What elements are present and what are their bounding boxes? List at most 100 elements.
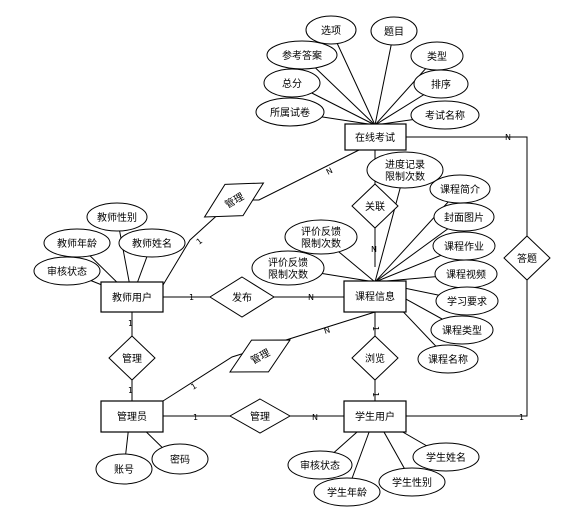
attribute-ellipse: 排序 bbox=[413, 69, 469, 99]
attribute-label: 账号 bbox=[114, 464, 134, 476]
cardinality-one: 1 bbox=[371, 392, 380, 397]
attribute-ellipse: 密码 bbox=[151, 443, 209, 475]
attribute-label: 总分 bbox=[282, 77, 302, 90]
attribute-label: 课程视频 bbox=[446, 268, 486, 281]
attribute-label: 评价反馈限制次数 bbox=[268, 256, 308, 281]
attributes-student: 审核状态 学生姓名 学生年龄 学生性别 bbox=[287, 442, 480, 507]
relationship-answer: 答题 bbox=[503, 235, 551, 281]
cardinality-one: 1 bbox=[128, 386, 133, 395]
cardinality-many: N bbox=[308, 293, 314, 302]
entity-label: 在线考试 bbox=[355, 131, 395, 144]
attribute-ellipse: 总分 bbox=[263, 68, 321, 98]
attribute-label: 封面图片 bbox=[444, 211, 484, 224]
relationship-label: 答题 bbox=[517, 252, 537, 265]
relationship-label: 浏览 bbox=[365, 352, 385, 365]
attribute-ellipse: 评价反馈限制次数 bbox=[251, 250, 325, 286]
relationship-publish: 发布 bbox=[209, 276, 275, 318]
relationship-label: 管理 bbox=[250, 410, 270, 423]
attribute-ellipse: 选项 bbox=[305, 15, 357, 45]
attributes-exam: 选项 题目 参考答案 类型 总分 排序 所属试卷 考试名称 bbox=[255, 15, 480, 130]
attribute-label: 课程名称 bbox=[428, 353, 468, 366]
attribute-ellipse: 课程名称 bbox=[417, 344, 479, 374]
attribute-label: 教师年龄 bbox=[57, 237, 97, 250]
relationship-label: 关联 bbox=[365, 200, 385, 213]
attribute-ellipse: 教师性别 bbox=[86, 202, 148, 232]
entity-label: 课程信息 bbox=[355, 290, 395, 303]
cardinality-many: N bbox=[323, 325, 331, 335]
attribute-ellipse: 账号 bbox=[95, 453, 153, 485]
attribute-label: 课程作业 bbox=[444, 241, 484, 253]
cardinality-many: N bbox=[312, 413, 318, 422]
attribute-ellipse: 课程类型 bbox=[430, 315, 494, 345]
attribute-ellipse: 教师年龄 bbox=[43, 228, 111, 258]
entity-label: 学生用户 bbox=[355, 410, 395, 423]
entity-teacher-user: 教师用户 bbox=[100, 281, 164, 313]
attribute-label: 所属试卷 bbox=[270, 106, 310, 119]
entity-course-info: 课程信息 bbox=[343, 280, 407, 313]
attributes-course: 进度记录限制次数 课程简介 封面图片 评价反馈限制次数 评价反馈限制次数 课程作… bbox=[251, 151, 499, 374]
attribute-label: 选项 bbox=[321, 24, 341, 37]
entity-label: 教师用户 bbox=[112, 291, 152, 304]
attribute-label: 课程简介 bbox=[440, 183, 480, 196]
attribute-label: 排序 bbox=[431, 78, 451, 91]
attribute-ellipse: 所属试卷 bbox=[255, 97, 325, 127]
attribute-ellipse: 学生性别 bbox=[378, 467, 446, 497]
attribute-ellipse: 审核状态 bbox=[33, 256, 101, 286]
relationships: 管理 关联 发布 管理 管理 浏览 管理 答题 bbox=[108, 182, 551, 434]
relationship-manage-teacher-exam: 管理 bbox=[203, 182, 265, 218]
attribute-label: 考试名称 bbox=[425, 109, 465, 122]
relationship-manage-admin-student: 管理 bbox=[228, 398, 292, 434]
cardinality-one: 1 bbox=[193, 413, 198, 422]
attribute-label: 进度记录限制次数 bbox=[385, 158, 425, 183]
attribute-label: 题目 bbox=[384, 26, 404, 38]
cardinality-many: N bbox=[505, 133, 511, 142]
attribute-label: 学生姓名 bbox=[426, 451, 466, 464]
relationship-relate: 关联 bbox=[351, 183, 399, 229]
attribute-ellipse: 课程简介 bbox=[429, 174, 491, 204]
relationship-label: 发布 bbox=[232, 291, 252, 304]
relationship-manage-admin-course: 管理 bbox=[229, 339, 291, 373]
attribute-label: 审核状态 bbox=[47, 265, 87, 278]
attribute-ellipse: 类型 bbox=[410, 41, 464, 71]
attributes-admin: 账号 密码 bbox=[95, 443, 209, 485]
cardinality-labels: 1 N N N 1 N 1 1 1 N 1 1 1 N N 1 bbox=[128, 133, 524, 422]
attribute-ellipse: 考试名称 bbox=[410, 100, 480, 130]
attribute-ellipse: 教师姓名 bbox=[118, 228, 186, 258]
attributes-teacher: 教师性别 教师年龄 教师姓名 审核状态 bbox=[33, 202, 186, 286]
attribute-label: 密码 bbox=[170, 453, 190, 466]
attribute-ellipse: 学生姓名 bbox=[412, 442, 480, 472]
attribute-label: 教师性别 bbox=[97, 211, 137, 224]
attribute-label: 学习要求 bbox=[447, 295, 487, 308]
attribute-ellipse: 学生年龄 bbox=[313, 477, 381, 507]
attribute-label: 教师姓名 bbox=[132, 237, 172, 250]
attribute-label: 课程类型 bbox=[442, 324, 482, 337]
attribute-ellipse: 封面图片 bbox=[433, 202, 495, 232]
relationship-manage-admin-teacher: 管理 bbox=[108, 335, 156, 381]
attribute-ellipse: 参考答案 bbox=[266, 40, 338, 70]
attribute-label: 学生年龄 bbox=[327, 486, 367, 499]
cardinality-one: 1 bbox=[371, 326, 380, 331]
entity-admin: 管理员 bbox=[100, 400, 164, 433]
cardinality-one: 1 bbox=[128, 319, 133, 328]
attribute-ellipse: 学习要求 bbox=[435, 286, 499, 316]
attribute-label: 类型 bbox=[427, 50, 447, 63]
relationship-browse: 浏览 bbox=[351, 335, 399, 381]
attribute-ellipse: 题目 bbox=[370, 16, 418, 46]
attribute-ellipse: 审核状态 bbox=[287, 450, 353, 480]
attribute-label: 参考答案 bbox=[282, 49, 322, 62]
cardinality-many: N bbox=[371, 245, 377, 254]
entity-online-exam: 在线考试 bbox=[344, 123, 407, 151]
cardinality-one: 1 bbox=[189, 293, 194, 302]
attribute-label: 学生性别 bbox=[392, 476, 432, 489]
entities: 在线考试 课程信息 教师用户 管理员 学生用户 bbox=[100, 123, 407, 433]
relationship-label: 管理 bbox=[122, 352, 142, 365]
cardinality-one: 1 bbox=[519, 413, 524, 422]
cardinality-many: N bbox=[325, 166, 335, 177]
entity-student-user: 学生用户 bbox=[343, 400, 407, 433]
attribute-ellipse: 课程作业 bbox=[432, 231, 496, 261]
attribute-ellipse: 进度记录限制次数 bbox=[366, 151, 444, 189]
entity-label: 管理员 bbox=[117, 410, 147, 423]
cardinality-one: 1 bbox=[195, 236, 205, 246]
cardinality-one: 1 bbox=[189, 381, 198, 391]
